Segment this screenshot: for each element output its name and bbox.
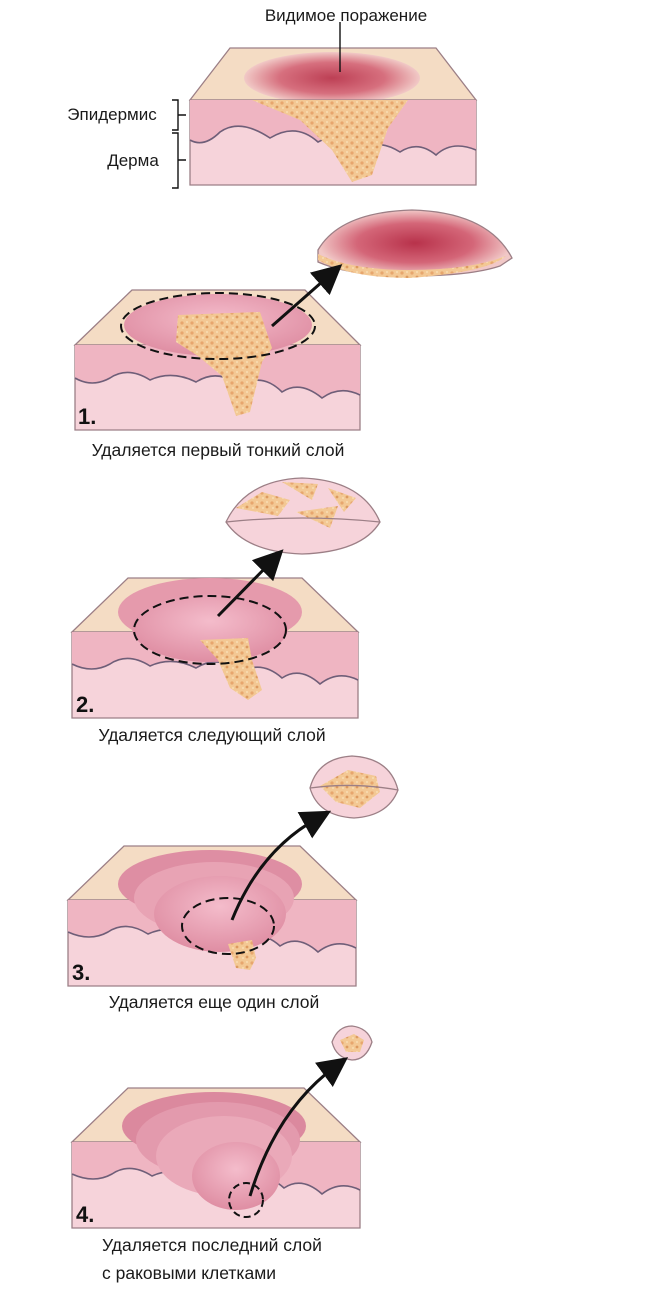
- skin-block-initial: [188, 47, 478, 186]
- excision-outline: [120, 292, 316, 360]
- tumor-mass: [252, 100, 408, 182]
- removal-arrow: [271, 264, 343, 328]
- tumor-mass: [200, 638, 262, 700]
- removal-arrow: [230, 810, 332, 921]
- removed-layer-4: [331, 1025, 373, 1061]
- excision-outline: [181, 897, 275, 955]
- step-number-2: 2.: [76, 692, 94, 717]
- step-caption-1: Удаляется первый тонкий слой: [92, 440, 345, 460]
- step-caption-2: Удаляется следующий слой: [98, 725, 325, 745]
- visible-lesion-area: [244, 52, 420, 104]
- dermis-label: Дерма: [107, 151, 159, 170]
- step-number-4: 4.: [76, 1202, 94, 1227]
- visible-lesion-label: Видимое поражение: [265, 6, 427, 25]
- step-caption-3: Удаляется еще один слой: [109, 992, 320, 1012]
- removed-layer-2: [225, 477, 381, 555]
- removal-arrow: [216, 549, 284, 618]
- dermis-callout: Дерма: [107, 132, 186, 189]
- step-number-3: 3.: [72, 960, 90, 985]
- step-number-1: 1.: [78, 404, 96, 429]
- removed-layer-3: [309, 755, 399, 819]
- excision-outline: [228, 1182, 264, 1218]
- epidermis-callout: Эпидермис: [67, 99, 186, 131]
- visible-lesion-callout: Видимое поражение: [265, 6, 427, 72]
- excision-outline: [133, 595, 287, 665]
- epidermis-label: Эпидермис: [67, 105, 157, 124]
- removal-arrow: [248, 1057, 349, 1197]
- tumor-mass: [176, 312, 272, 416]
- skin-block-step-2: [70, 549, 360, 719]
- skin-block-step-3: [66, 810, 358, 987]
- skin-block-step-1: [73, 264, 362, 431]
- removed-layer-1: [317, 209, 513, 278]
- step-caption-4: Удаляется последний слой с раковыми клет…: [102, 1235, 327, 1283]
- tumor-mass: [228, 940, 256, 970]
- skin-block-step-4: [70, 1057, 362, 1229]
